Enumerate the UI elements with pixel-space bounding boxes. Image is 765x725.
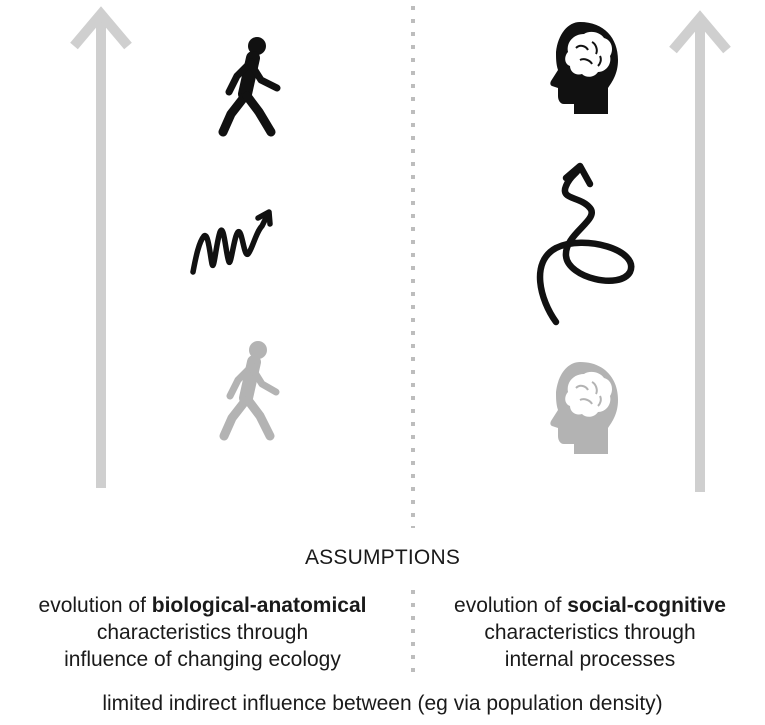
- left-assumption: evolution of biological-anatomical chara…: [0, 592, 405, 673]
- right-assumption-keyword: social-cognitive: [567, 594, 726, 617]
- zigzag-arrow-icon: [190, 209, 273, 275]
- footer-note: limited indirect influence between (eg v…: [102, 692, 663, 715]
- diagram-canvas: [70, 6, 731, 528]
- divider-lower: [411, 590, 415, 680]
- right-assumption-line1: evolution of social-cognitive: [454, 594, 726, 617]
- head-brain-icon: [550, 22, 618, 114]
- walking-person-icon: [219, 341, 280, 441]
- walking-person-icon: [218, 37, 281, 137]
- left-assumption-keyword: biological-anatomical: [151, 594, 367, 617]
- left-assumption-line1: evolution of biological-anatomical: [38, 594, 367, 617]
- left-evolution-arrow: [70, 6, 132, 488]
- right-assumption-line3: internal processes: [504, 648, 676, 671]
- right-assumption-line2: characteristics through: [484, 621, 696, 644]
- left-assumption-line2: characteristics through: [96, 621, 309, 644]
- right-evolution-arrow: [669, 10, 731, 492]
- assumptions-heading: ASSUMPTIONS: [304, 546, 461, 569]
- right-assumption: evolution of social-cognitive characteri…: [415, 592, 765, 673]
- left-assumption-line3: influence of changing ecology: [64, 648, 341, 671]
- head-brain-icon: [550, 362, 618, 454]
- spiral-arrow-icon: [536, 162, 635, 326]
